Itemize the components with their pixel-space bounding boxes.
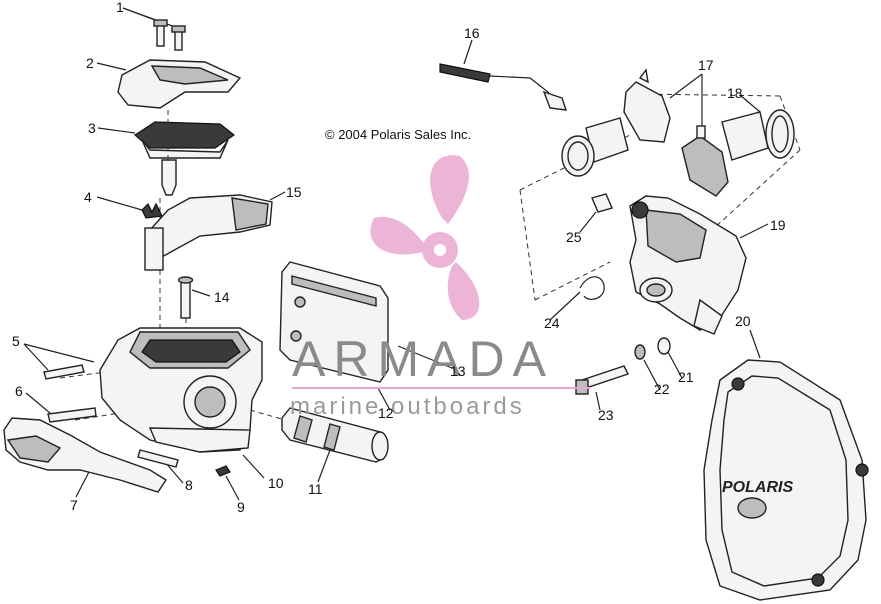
callout-16: 16 xyxy=(464,25,480,41)
callout-1: 1 xyxy=(116,0,124,15)
throttle-lever-part-15[interactable] xyxy=(144,191,286,271)
callout-17: 17 xyxy=(698,57,714,73)
callout-11: 11 xyxy=(308,481,323,497)
callout-22: 22 xyxy=(654,381,670,397)
screw-part-13[interactable] xyxy=(397,345,453,369)
cover-part-20[interactable] xyxy=(703,329,869,601)
propeller-blade-top xyxy=(430,155,469,224)
brake-line-part-16[interactable] xyxy=(439,39,568,111)
callout-6: 6 xyxy=(15,383,23,399)
armada-propeller-logo xyxy=(370,155,480,320)
brake-lever-part-7[interactable] xyxy=(3,417,167,498)
screw-part-6[interactable] xyxy=(25,392,97,423)
washer-part-22[interactable] xyxy=(634,344,661,391)
clip-part-9[interactable] xyxy=(215,465,240,501)
callout-9: 9 xyxy=(237,499,245,515)
callout-5: 5 xyxy=(12,333,20,349)
callout-12: 12 xyxy=(378,405,394,421)
plunger-part[interactable] xyxy=(161,159,177,196)
caliper-body-part-19[interactable] xyxy=(629,195,769,335)
callout-2: 2 xyxy=(86,55,94,71)
watermark-tagline-text: marine outboards xyxy=(290,393,525,420)
callout-10: 10 xyxy=(268,475,284,491)
seals-piston-left-part[interactable] xyxy=(561,117,629,177)
reservoir-diaphragm-part-3[interactable] xyxy=(97,121,236,159)
spring-part-4[interactable] xyxy=(96,196,163,219)
callout-13: 13 xyxy=(450,363,466,379)
callout-8: 8 xyxy=(185,477,193,493)
pin-part-14[interactable] xyxy=(177,276,211,319)
callout-3: 3 xyxy=(88,120,96,136)
callout-4: 4 xyxy=(84,189,92,205)
housing-part-10[interactable] xyxy=(99,327,265,479)
retaining-pin-part-24[interactable] xyxy=(549,276,605,321)
throttle-shaft-part-11[interactable] xyxy=(281,407,389,483)
reservoir-cover-part-2[interactable] xyxy=(96,59,242,109)
propeller-blade-left xyxy=(370,216,426,255)
callout-25: 25 xyxy=(566,229,582,245)
copyright-notice: © 2004 Polaris Sales Inc. xyxy=(325,127,471,142)
screw-part-5[interactable] xyxy=(23,343,95,380)
washer-part-21[interactable] xyxy=(657,337,683,379)
propeller-blade-right xyxy=(447,262,480,320)
callout-15: 15 xyxy=(286,184,302,200)
callout-14: 14 xyxy=(214,289,230,305)
watermark-brand-text: ARMADA xyxy=(292,331,554,387)
callout-21: 21 xyxy=(678,369,694,385)
brake-pad-inner-part-17[interactable] xyxy=(623,68,703,143)
callout-19: 19 xyxy=(770,217,786,233)
callout-7: 7 xyxy=(70,497,78,513)
cover-logo-text: POLARIS xyxy=(722,479,793,496)
screws-part-1[interactable] xyxy=(122,7,186,51)
callout-24: 24 xyxy=(544,315,560,331)
piston-part-18[interactable] xyxy=(721,94,795,161)
bleeder-part-25[interactable] xyxy=(579,193,613,233)
callout-20: 20 xyxy=(735,313,751,329)
callout-23: 23 xyxy=(598,407,614,423)
screw-part-8[interactable] xyxy=(137,449,184,484)
callout-18: 18 xyxy=(727,85,743,101)
brake-pad-outer-part[interactable] xyxy=(681,125,729,197)
cap-part-12[interactable] xyxy=(279,261,391,411)
